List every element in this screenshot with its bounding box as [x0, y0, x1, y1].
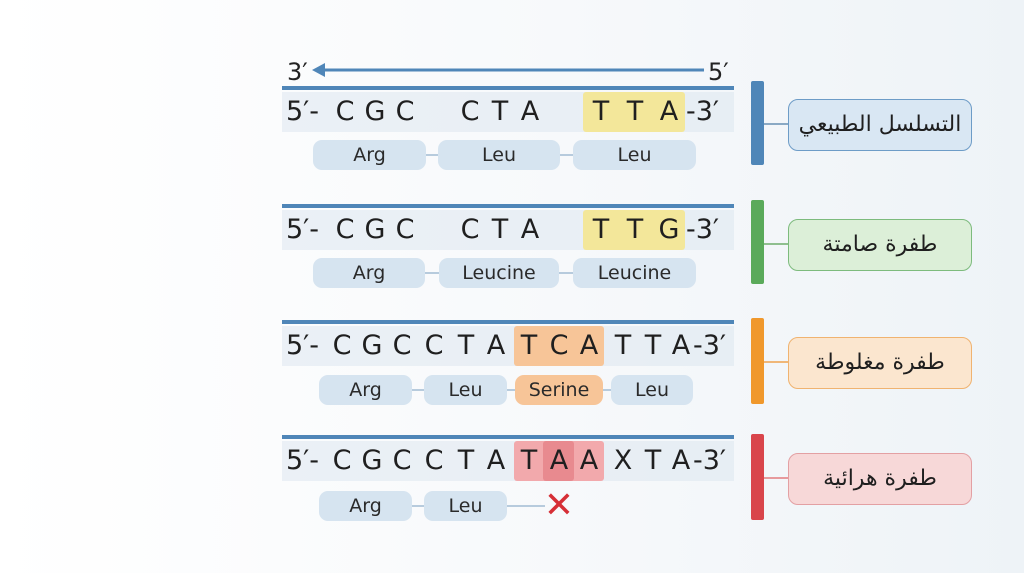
prefix: 5′-	[286, 330, 320, 361]
base: T	[592, 96, 610, 127]
amino-acid: Leu	[611, 375, 693, 405]
base: C	[332, 330, 352, 361]
three-prime-end-label: 3′	[287, 58, 308, 86]
base: C	[392, 445, 412, 476]
category-bar	[751, 434, 764, 520]
prefix: 5′-	[286, 214, 320, 245]
amino-acid: Leu	[424, 375, 507, 405]
base: C	[395, 214, 415, 245]
base: G	[658, 214, 680, 245]
codon-connector	[412, 505, 424, 507]
codon-connector	[559, 272, 573, 274]
amino-acid: Arg	[319, 491, 412, 521]
codon-connector	[426, 154, 442, 156]
base: T	[626, 96, 644, 127]
base: C	[424, 445, 444, 476]
label-connector	[764, 123, 788, 125]
strand-bar	[282, 86, 734, 90]
base: T	[644, 330, 662, 361]
amino-acid: Leu	[573, 140, 696, 170]
suffix: -3′	[686, 96, 720, 127]
codon-highlight	[514, 326, 604, 366]
base: C	[460, 96, 480, 127]
suffix: -3′	[693, 445, 727, 476]
label-silent-mutation: طفرة صامتة	[788, 219, 972, 271]
strand-bar	[282, 204, 734, 208]
base: A	[549, 445, 569, 476]
base: G	[364, 214, 386, 245]
base: T	[592, 214, 610, 245]
base: C	[424, 330, 444, 361]
codon-connector	[507, 389, 515, 391]
base: A	[579, 445, 599, 476]
suffix: -3′	[686, 214, 720, 245]
stop-codon-icon: ✕	[543, 485, 575, 526]
codon-connector	[425, 272, 439, 274]
sequence-background	[282, 441, 734, 481]
category-bar	[751, 81, 764, 165]
label-nonsense-mutation: طفرة هرائية	[788, 453, 972, 505]
five-prime-end-label: 5′	[708, 58, 729, 86]
base: T	[491, 214, 509, 245]
base: C	[549, 330, 569, 361]
amino-acid: Leucine	[439, 258, 559, 288]
codon-highlight	[583, 210, 685, 250]
prefix: 5′-	[286, 445, 320, 476]
amino-acid: Leu	[438, 140, 560, 170]
strand-bar	[282, 320, 734, 324]
amino-acid: Arg	[313, 258, 425, 288]
base: C	[460, 214, 480, 245]
mutated-base-highlight	[543, 441, 574, 481]
codon-connector	[507, 505, 545, 507]
base: G	[361, 330, 383, 361]
codon-connector	[412, 389, 424, 391]
base: C	[392, 330, 412, 361]
label-missense-mutation: طفرة مغلوطة	[788, 337, 972, 389]
base: T	[491, 96, 509, 127]
amino-acid: Leucine	[573, 258, 696, 288]
base: T	[614, 330, 632, 361]
base: T	[626, 214, 644, 245]
base: X	[613, 445, 633, 476]
prefix: 5′-	[286, 96, 320, 127]
amino-acid: Leu	[424, 491, 507, 521]
base: A	[486, 445, 506, 476]
codon-highlight	[583, 92, 685, 132]
base: A	[671, 445, 691, 476]
base: A	[659, 96, 679, 127]
codon-connector	[603, 389, 611, 391]
base: T	[457, 330, 475, 361]
base: C	[335, 96, 355, 127]
base: C	[335, 214, 355, 245]
base: A	[520, 96, 540, 127]
amino-acid-changed: Serine	[515, 375, 603, 405]
base: A	[671, 330, 691, 361]
base: T	[520, 330, 538, 361]
sequence-background	[282, 326, 734, 366]
base: G	[361, 445, 383, 476]
base: A	[486, 330, 506, 361]
base: T	[520, 445, 538, 476]
base: A	[520, 214, 540, 245]
base: T	[457, 445, 475, 476]
amino-acid: Arg	[313, 140, 426, 170]
strand-bar	[282, 435, 734, 439]
base: G	[364, 96, 386, 127]
codon-connector	[560, 154, 576, 156]
category-bar	[751, 200, 764, 284]
label-connector	[764, 243, 788, 245]
category-bar	[751, 318, 764, 404]
base: C	[332, 445, 352, 476]
direction-arrow-icon	[312, 63, 704, 77]
label-normal-sequence: التسلسل الطبيعي	[788, 99, 972, 151]
base: A	[579, 330, 599, 361]
amino-acid: Arg	[319, 375, 412, 405]
base: T	[644, 445, 662, 476]
base: C	[395, 96, 415, 127]
label-connector	[764, 477, 788, 479]
label-connector	[764, 361, 788, 363]
suffix: -3′	[693, 330, 727, 361]
